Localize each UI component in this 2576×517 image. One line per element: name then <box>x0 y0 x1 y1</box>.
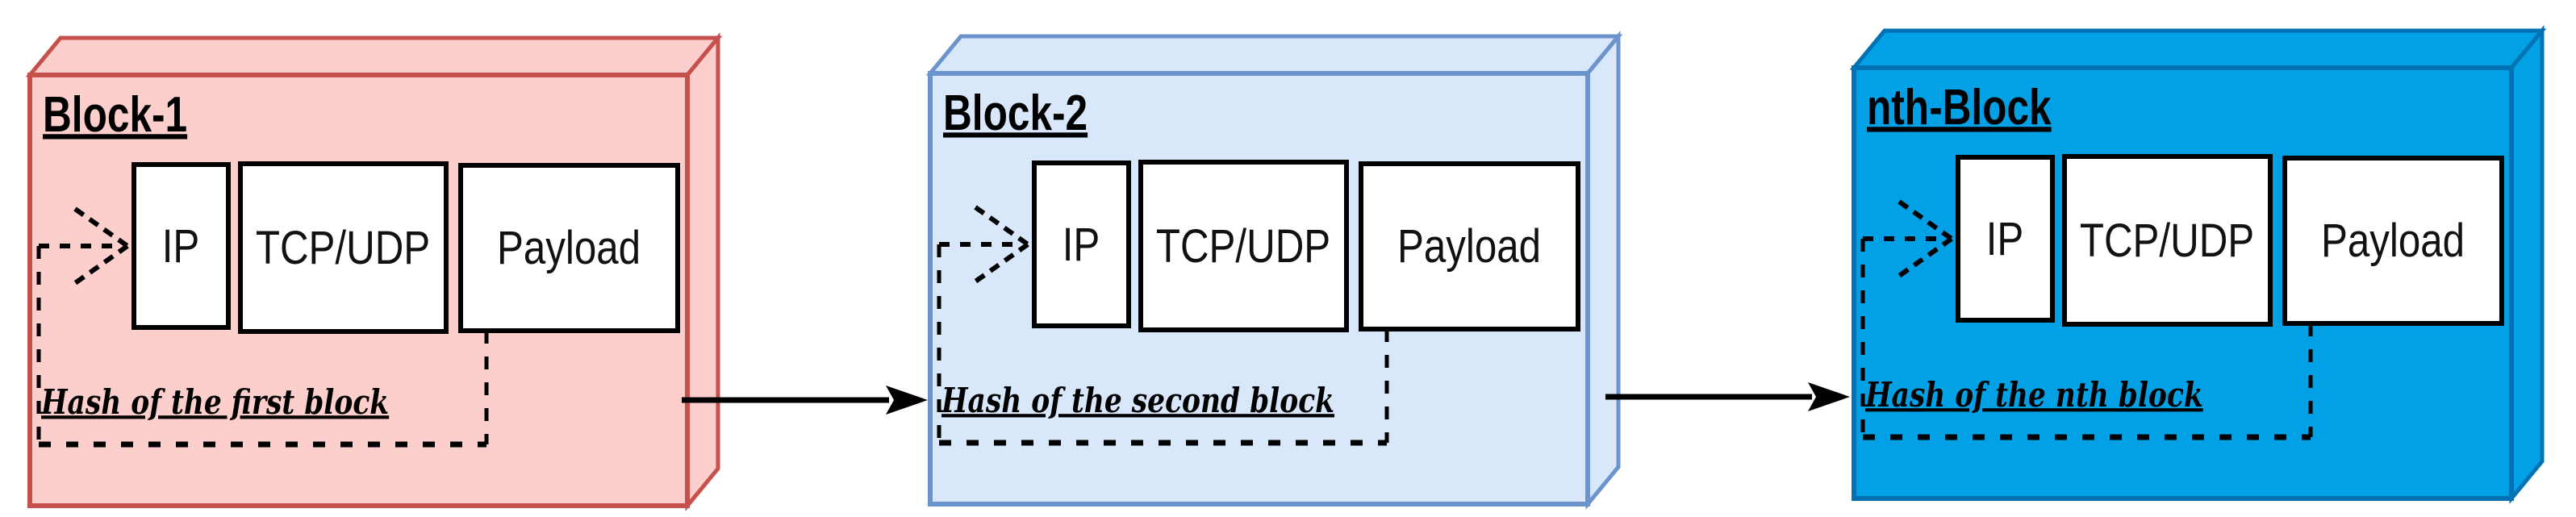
block-2-ip-box <box>1032 161 1131 328</box>
block-2-tcpudp-box <box>1138 160 1349 332</box>
block-2-side-face <box>1585 31 1621 510</box>
block-1-tcpudp-box <box>238 161 449 334</box>
block-1-title: Block-1 <box>43 86 187 143</box>
block-1-title-wrap: Block-1 <box>43 86 187 143</box>
block-nth-payload-label: Payload <box>2321 215 2465 267</box>
block-1-group: Block-1 IP TCP/UDP Payload Hash of the f… <box>25 32 723 511</box>
block-nth-tcpudp-label-wrap: TCP/UDP <box>2080 215 2254 267</box>
connector-1-arrowhead-icon <box>886 386 928 415</box>
block-2-payload-label: Payload <box>1397 220 1541 273</box>
block-nth-payload-label-wrap: Payload <box>2321 215 2465 267</box>
block-2-tcpudp-label-wrap: TCP/UDP <box>1156 220 1330 273</box>
block-2-chevron-lower <box>974 242 1029 284</box>
block-2-group: Block-2 IP TCP/UDP Payload Hash of the s… <box>925 31 1623 510</box>
block-1-ip-box <box>132 162 231 330</box>
block-nth-tcpudp-box <box>2062 154 2273 327</box>
block-nth-side-face <box>2509 25 2545 504</box>
block-2-ip-label-wrap: IP <box>1063 219 1100 271</box>
block-1-ip-label-wrap: IP <box>162 220 200 273</box>
block-nth-hash-label: Hash of the nth block <box>1864 376 2203 415</box>
block-1-chevron-upper <box>73 206 129 248</box>
block-2-hash-wrap: Hash of the second block <box>941 381 1334 421</box>
block-2-tcpudp-label: TCP/UDP <box>1156 220 1330 273</box>
block-1-payload-label: Payload <box>497 222 641 274</box>
block-nth-group: nth-Block IP TCP/UDP Payload Hash of the… <box>1849 25 2547 504</box>
block-1-tcpudp-label-wrap: TCP/UDP <box>256 222 430 274</box>
block-nth-ip-label: IP <box>1986 213 2024 265</box>
block-2-payload-label-wrap: Payload <box>1397 220 1541 273</box>
block-2-title-wrap: Block-2 <box>943 85 1088 141</box>
block-1-ip-label: IP <box>162 220 200 273</box>
block-1-hash-wrap: Hash of the first block <box>40 383 389 423</box>
block-nth-tcpudp-label: TCP/UDP <box>2080 215 2254 267</box>
block-nth-title-wrap: nth-Block <box>1867 79 2052 136</box>
block-1-side-face <box>685 32 720 511</box>
block-1-hash-label: Hash of the first block <box>40 383 389 423</box>
block-nth-hash-wrap: Hash of the nth block <box>1864 376 2203 415</box>
block-nth-chevron-upper <box>1898 199 1953 241</box>
connector-2-arrowhead-icon <box>1808 382 1850 411</box>
block-1-chevron-lower <box>73 244 129 286</box>
block-2-ip-label: IP <box>1063 219 1100 271</box>
block-nth-ip-label-wrap: IP <box>1986 213 2024 265</box>
block-nth-chevron-lower <box>1898 236 1953 278</box>
block-2-payload-box <box>1359 161 1580 331</box>
block-1-payload-label-wrap: Payload <box>497 222 641 274</box>
block-nth-ip-box <box>1956 155 2055 323</box>
block-2-top-face <box>925 34 1623 76</box>
block-2-chevron-upper <box>974 205 1029 247</box>
block-1-payload-box <box>458 163 680 333</box>
block-1-top-face <box>25 35 723 77</box>
block-1-tcpudp-label: TCP/UDP <box>256 222 430 274</box>
block-nth-top-face <box>1849 28 2547 70</box>
block-nth-payload-box <box>2282 156 2504 326</box>
block-2-title: Block-2 <box>943 85 1088 141</box>
block-nth-title: nth-Block <box>1867 79 2052 136</box>
block-2-hash-label: Hash of the second block <box>941 381 1334 421</box>
